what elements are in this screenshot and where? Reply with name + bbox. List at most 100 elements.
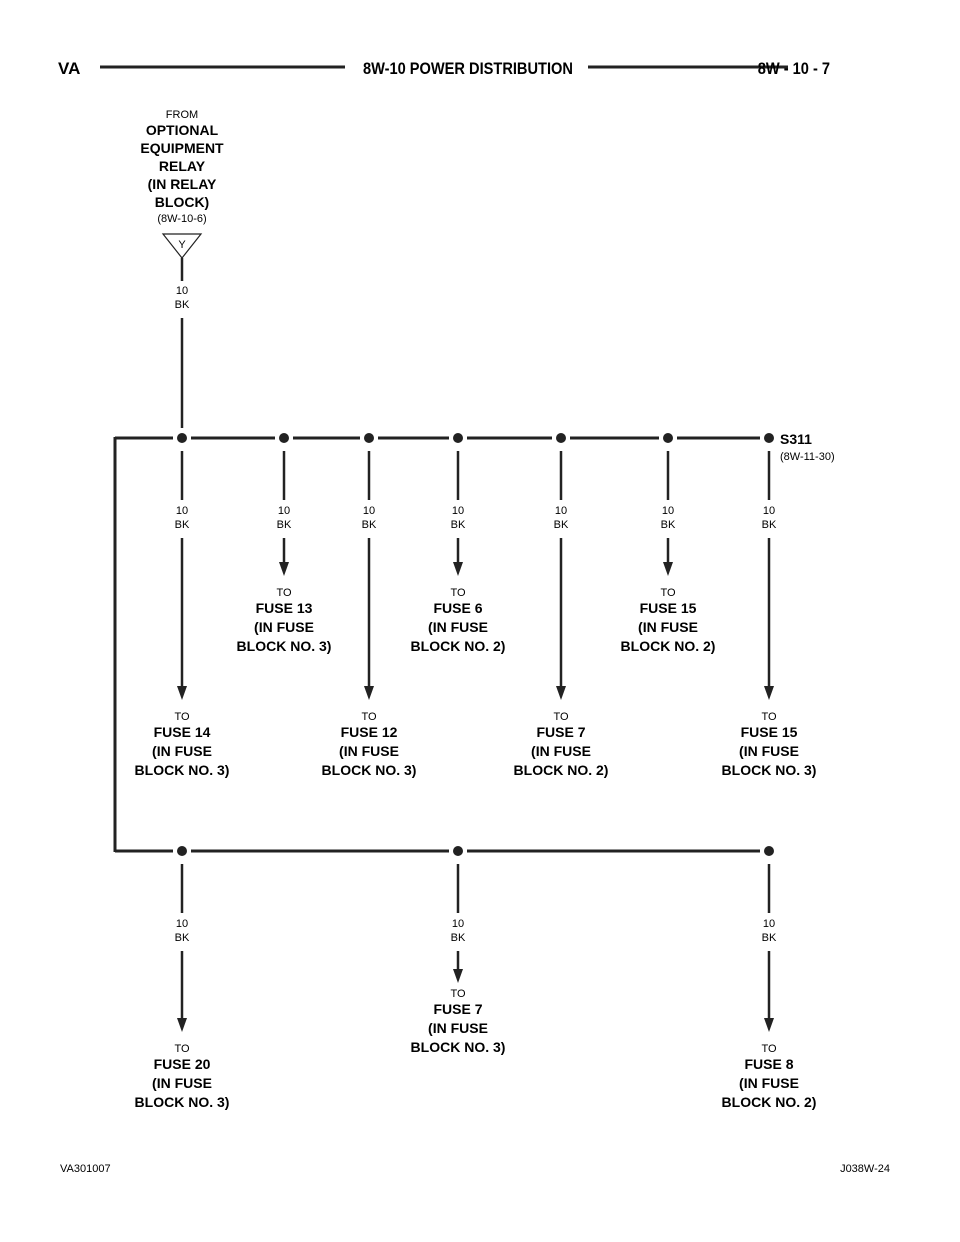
splice-ref: (8W-11-30) <box>780 451 835 463</box>
branch-to-label: TO <box>660 587 676 599</box>
splice-id: S311 <box>780 431 812 447</box>
branch-wire-gauge: 10 <box>763 505 775 517</box>
branch-dest-line: BLOCK NO. 3) <box>237 638 332 654</box>
branch-wire-color: BK <box>762 932 777 944</box>
source-block: FROM OPTIONAL EQUIPMENT RELAY (IN RELAY … <box>140 109 224 428</box>
branch-dest-line: FUSE 8 <box>744 1056 793 1072</box>
source-ref: (8W-10-6) <box>157 213 206 225</box>
branch-dest-line: FUSE 6 <box>433 600 482 616</box>
header-right: 8W - 10 - 7 <box>758 60 830 78</box>
branch-dest-line: (IN FUSE <box>339 743 399 759</box>
source-name-line: EQUIPMENT <box>140 140 224 156</box>
branch-dest-line: (IN FUSE <box>152 743 212 759</box>
branch-wire-gauge: 10 <box>555 505 567 517</box>
branch-to-label: TO <box>761 1043 777 1055</box>
splice-dot <box>364 433 374 443</box>
arrow-head-icon <box>177 686 187 700</box>
branch-wire-gauge: 10 <box>662 505 674 517</box>
splice-dot <box>663 433 673 443</box>
branch-wire-gauge: 10 <box>452 505 464 517</box>
branch-wire-gauge: 10 <box>452 918 464 930</box>
arrow-head-icon <box>453 562 463 576</box>
branch-dest-line: FUSE 12 <box>341 724 398 740</box>
branch-dest-line: BLOCK NO. 3) <box>322 762 417 778</box>
branch-wire-gauge: 10 <box>176 918 188 930</box>
branch-dest-line: (IN FUSE <box>739 743 799 759</box>
arrow-head-icon <box>764 1018 774 1032</box>
branch-wire-color: BK <box>554 519 569 531</box>
splice-dot <box>279 433 289 443</box>
connector-triangle <box>161 233 203 259</box>
branch-dest-line: (IN FUSE <box>739 1075 799 1091</box>
branch-dest-line: FUSE 7 <box>536 724 585 740</box>
arrow-head-icon <box>663 562 673 576</box>
splice-dot <box>453 433 463 443</box>
header-left: VA <box>58 59 80 78</box>
arrow-head-icon <box>453 969 463 983</box>
branch-wire-color: BK <box>175 519 190 531</box>
branch-dest-line: (IN FUSE <box>152 1075 212 1091</box>
branch-dest-line: (IN FUSE <box>428 1020 488 1036</box>
branch-dest-line: (IN FUSE <box>638 619 698 635</box>
source-wire-color: BK <box>175 299 190 311</box>
source-name-line: RELAY <box>159 158 206 174</box>
branch-to-label: TO <box>761 711 777 723</box>
branch-dest-line: FUSE 13 <box>256 600 313 616</box>
source-name-line: OPTIONAL <box>146 122 219 138</box>
branch-dest-line: FUSE 7 <box>433 1001 482 1017</box>
source-from-label: FROM <box>166 109 198 121</box>
branch-wire-color: BK <box>661 519 676 531</box>
branch-dest-line: BLOCK NO. 3) <box>135 1094 230 1110</box>
branch-wire-gauge: 10 <box>763 918 775 930</box>
branch-to-label: TO <box>361 711 377 723</box>
branch-dest-line: FUSE 14 <box>154 724 211 740</box>
branch-wire-color: BK <box>451 519 466 531</box>
splice-dot <box>177 846 187 856</box>
connector-label: Y <box>178 239 186 251</box>
arrow-head-icon <box>364 686 374 700</box>
branch-dest-line: FUSE 20 <box>154 1056 211 1072</box>
branch-dest-line: BLOCK NO. 2) <box>514 762 609 778</box>
footer-right: J038W-24 <box>840 1163 890 1175</box>
splice-dot <box>764 433 774 443</box>
branch-wire-color: BK <box>762 519 777 531</box>
branch-wire-gauge: 10 <box>363 505 375 517</box>
branch-dest-line: BLOCK NO. 2) <box>411 638 506 654</box>
branch-wire-color: BK <box>451 932 466 944</box>
arrow-head-icon <box>177 1018 187 1032</box>
branch-to-label: TO <box>450 587 466 599</box>
branch-dest-line: (IN FUSE <box>428 619 488 635</box>
source-name-line: BLOCK) <box>155 194 209 210</box>
splice-dot <box>556 433 566 443</box>
branch-dest-line: BLOCK NO. 3) <box>722 762 817 778</box>
header-center: 8W-10 POWER DISTRIBUTION <box>363 60 573 78</box>
splice-dot <box>764 846 774 856</box>
branch-wire-gauge: 10 <box>278 505 290 517</box>
source-wire-gauge: 10 <box>176 285 188 297</box>
branch-to-label: TO <box>553 711 569 723</box>
branch-wire-color: BK <box>175 932 190 944</box>
branch-to-label: TO <box>276 587 292 599</box>
splice-dot <box>453 846 463 856</box>
branch-wire-gauge: 10 <box>176 505 188 517</box>
arrow-head-icon <box>279 562 289 576</box>
branch-to-label: TO <box>174 711 190 723</box>
branch-wire-color: BK <box>362 519 377 531</box>
branch-dest-line: BLOCK NO. 3) <box>411 1039 506 1055</box>
branch-to-label: TO <box>450 988 466 1000</box>
footer-left: VA301007 <box>60 1163 111 1175</box>
arrow-head-icon <box>556 686 566 700</box>
branch-dest-line: FUSE 15 <box>741 724 798 740</box>
